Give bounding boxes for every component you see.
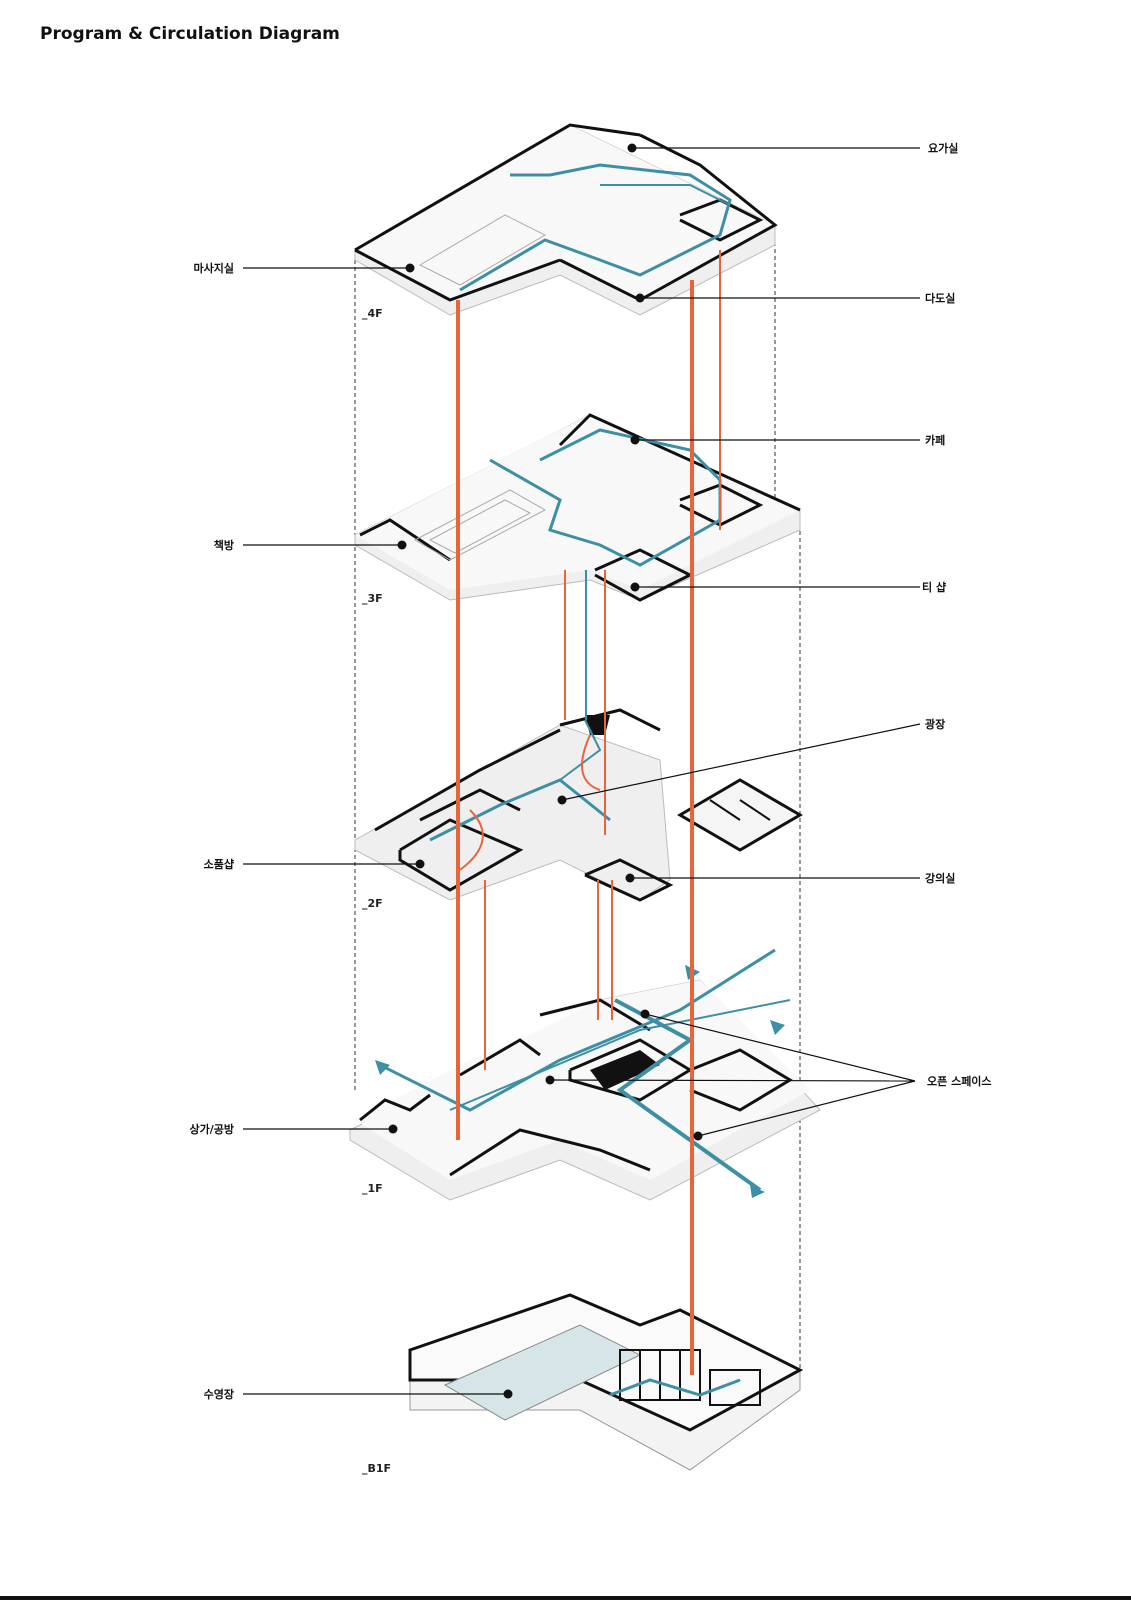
leader-lines — [243, 147, 921, 1395]
floor-label-1f: _1F — [362, 1182, 383, 1195]
floor-label-b1f: _B1F — [362, 1462, 391, 1475]
4f-circulation — [459, 163, 732, 292]
label-shops-workshops: 상가/공방 — [190, 1122, 235, 1136]
floor-4f — [354, 123, 778, 316]
floor-3f — [354, 413, 801, 602]
label-lecture-room: 강의실 — [925, 871, 955, 885]
2f-circulation — [429, 778, 611, 842]
bottom-rule — [0, 1596, 1131, 1600]
label-open-space: 오픈 스페이스 — [927, 1074, 992, 1088]
label-cafe: 카페 — [925, 433, 945, 447]
label-prop-shop: 소품샵 — [204, 858, 234, 871]
vertical-circulation-shafts — [456, 250, 721, 1375]
floor-2f — [354, 708, 803, 902]
label-tea-shop: 티 샵 — [922, 580, 946, 594]
floor-label-4f: _4F — [362, 307, 383, 320]
floor-b1f — [408, 1293, 804, 1471]
leader-dots — [388, 143, 703, 1399]
label-massage-room: 마사지실 — [194, 261, 234, 275]
label-plaza: 광장 — [925, 717, 945, 731]
floor-label-2f: _2F — [362, 897, 383, 910]
b1f-circulation — [609, 1378, 741, 1397]
envelope-dashed-outline — [354, 235, 801, 1385]
2f-annex — [677, 778, 803, 852]
1f-circulation-a — [379, 948, 776, 1112]
label-book-room: 책방 — [214, 538, 234, 552]
floor-1f — [349, 948, 821, 1201]
diagram-title: Program & Circulation Diagram — [40, 24, 340, 44]
label-tea-room: 다도실 — [925, 291, 955, 305]
label-yoga-room: 요가실 — [928, 141, 958, 155]
floor-label-3f: _3F — [362, 592, 383, 605]
label-swimming-pool: 수영장 — [204, 1387, 234, 1401]
